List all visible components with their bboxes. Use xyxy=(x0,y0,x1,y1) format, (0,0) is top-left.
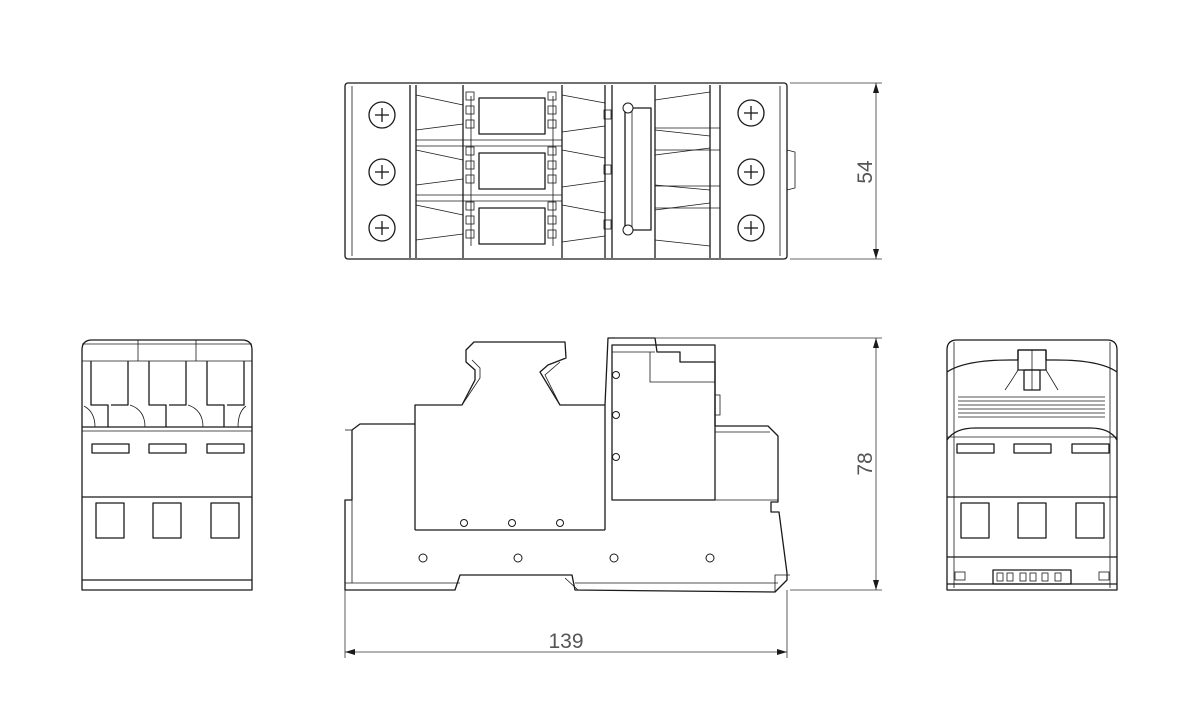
right-end-view xyxy=(946,339,1118,591)
side-view xyxy=(344,337,790,593)
left-end-view xyxy=(81,339,253,591)
screw-icon xyxy=(737,158,765,186)
top-view xyxy=(344,82,796,260)
dimension-78: 78 xyxy=(615,337,882,591)
dimension-139: 139 xyxy=(344,590,788,658)
dimension-label-54: 54 xyxy=(854,160,877,184)
screw-icon xyxy=(368,158,396,186)
dimension-label-139: 139 xyxy=(548,630,583,653)
screw-icon xyxy=(368,214,396,242)
dimension-54: 54 xyxy=(790,82,882,260)
screw-icon xyxy=(368,101,396,129)
screw-icon xyxy=(737,214,765,242)
screw-icon xyxy=(737,99,765,127)
dimension-label-78: 78 xyxy=(854,452,877,475)
